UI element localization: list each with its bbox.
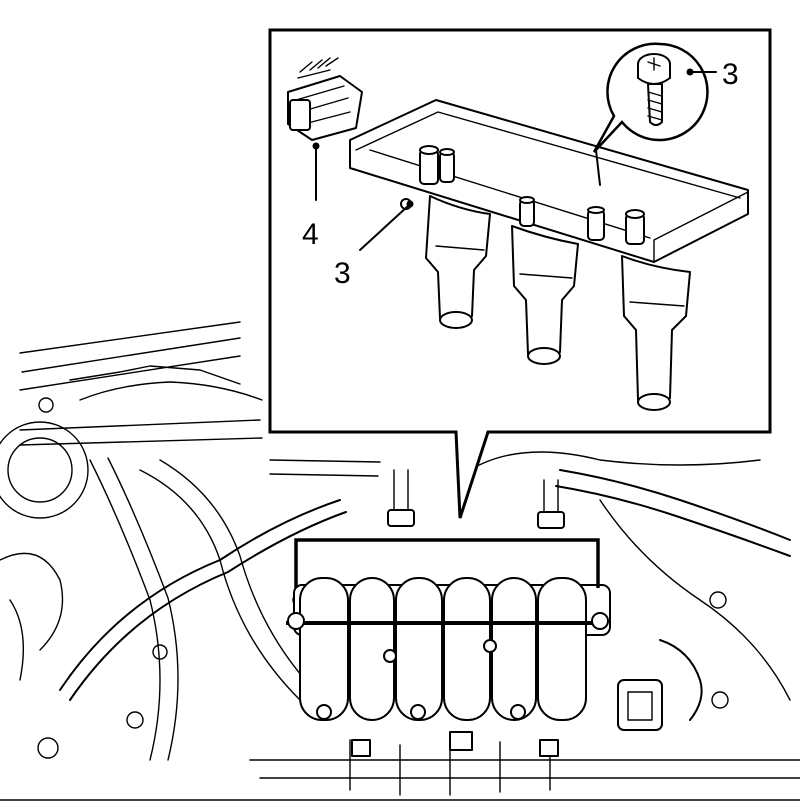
callout-labels: 3 3 4 (302, 58, 739, 290)
coil-pack-installed (286, 538, 611, 721)
coil-leader-line (359, 205, 409, 251)
callout-coil-label: 3 (334, 257, 351, 290)
callout-connector-label: 4 (302, 218, 319, 251)
bolt-detail (592, 42, 717, 186)
connector-detail (287, 57, 363, 201)
ignition-coil-detail (349, 99, 749, 411)
callout-bolt-label: 3 (722, 58, 739, 91)
